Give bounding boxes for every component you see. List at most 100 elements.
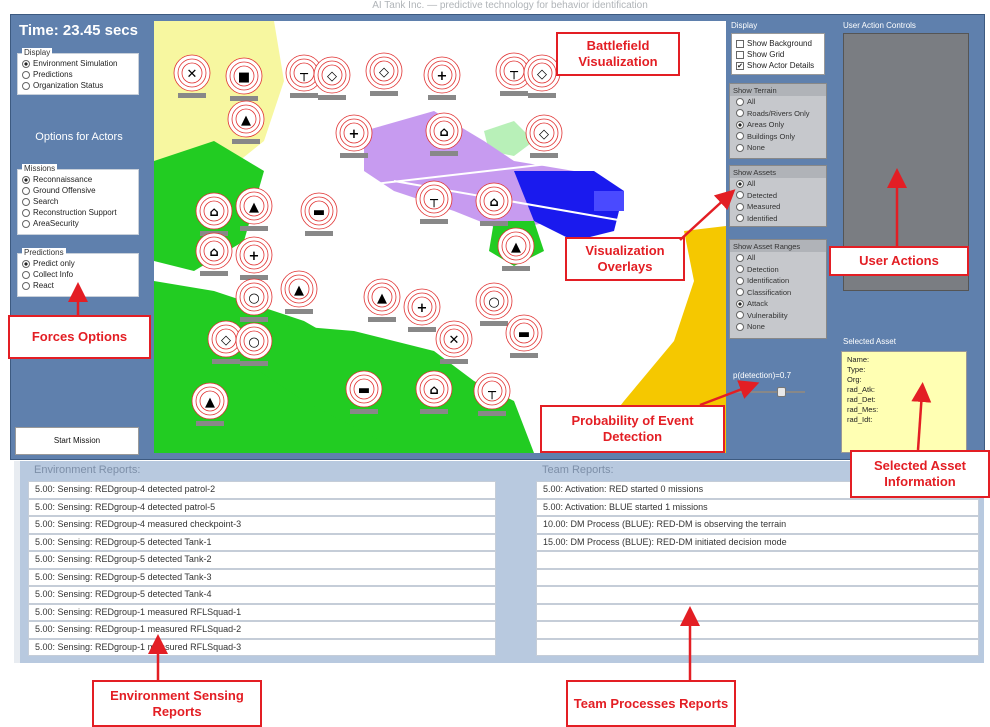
actor-marker[interactable]: ◇: [313, 56, 351, 100]
actor-marker[interactable]: +: [423, 56, 461, 100]
asset-range-option-4[interactable]: Attack: [730, 298, 826, 310]
team-report-row[interactable]: [536, 621, 979, 639]
actor-marker[interactable]: ⌂: [475, 182, 513, 226]
asset-range-option-0[interactable]: All: [730, 252, 826, 264]
display-check-2[interactable]: ✔Show Actor Details: [732, 60, 824, 71]
mission-option-2[interactable]: Search: [18, 196, 138, 207]
actor-marker[interactable]: ◇: [523, 54, 561, 98]
environment-report-row[interactable]: 5.00: Sensing: REDgroup-5 detected Tank-…: [28, 586, 496, 604]
radio-button[interactable]: [22, 70, 30, 79]
radio-button[interactable]: [736, 179, 744, 188]
actor-marker[interactable]: ○: [235, 278, 273, 322]
checkbox[interactable]: [736, 39, 744, 48]
terrain-option-2[interactable]: Areas Only: [730, 119, 826, 131]
assets-option-3[interactable]: Identified: [730, 213, 826, 225]
radio-button[interactable]: [22, 208, 30, 217]
radio-button[interactable]: [736, 120, 744, 129]
environment-report-row[interactable]: 5.00: Sensing: REDgroup-1 measured RFLSq…: [28, 638, 496, 656]
environment-reports-scrollbar[interactable]: [14, 461, 20, 663]
radio-button[interactable]: [22, 219, 30, 228]
checkbox[interactable]: ✔: [736, 61, 744, 70]
actor-marker[interactable]: ▲: [497, 227, 535, 271]
radio-button[interactable]: [22, 197, 30, 206]
team-report-row[interactable]: [536, 551, 979, 569]
actor-marker[interactable]: +: [335, 114, 373, 158]
actor-marker[interactable]: ▲: [191, 382, 229, 426]
radio-button[interactable]: [736, 191, 744, 200]
environment-report-row[interactable]: 5.00: Sensing: REDgroup-1 measured RFLSq…: [28, 621, 496, 639]
team-report-row[interactable]: [536, 586, 979, 604]
asset-range-option-5[interactable]: Vulnerability: [730, 310, 826, 322]
radio-button[interactable]: [22, 270, 30, 279]
actor-marker[interactable]: ○: [235, 322, 273, 366]
actor-marker[interactable]: ○: [475, 282, 513, 326]
prediction-option-2[interactable]: React: [18, 280, 138, 291]
actor-marker[interactable]: ▲: [227, 100, 265, 144]
team-report-row[interactable]: [536, 568, 979, 586]
radio-button[interactable]: [736, 253, 744, 262]
radio-button[interactable]: [736, 109, 744, 118]
actor-marker[interactable]: +: [235, 236, 273, 280]
asset-range-option-3[interactable]: Classification: [730, 287, 826, 299]
actor-marker[interactable]: ◇: [365, 52, 403, 96]
asset-range-option-2[interactable]: Identification: [730, 275, 826, 287]
terrain-option-0[interactable]: All: [730, 96, 826, 108]
team-report-row[interactable]: [536, 603, 979, 621]
actor-marker[interactable]: ┬: [285, 54, 323, 98]
actor-marker[interactable]: ⌂: [195, 232, 233, 276]
assets-option-1[interactable]: Detected: [730, 190, 826, 202]
radio-button[interactable]: [736, 214, 744, 223]
assets-option-0[interactable]: All: [730, 178, 826, 190]
radio-button[interactable]: [736, 276, 744, 285]
radio-button[interactable]: [736, 299, 744, 308]
environment-report-row[interactable]: 5.00: Sensing: REDgroup-5 detected Tank-…: [28, 568, 496, 586]
team-report-row[interactable]: 10.00: DM Process (BLUE): RED-DM is obse…: [536, 516, 979, 534]
asset-range-option-1[interactable]: Detection: [730, 264, 826, 276]
mission-option-3[interactable]: Reconstruction Support: [18, 207, 138, 218]
actor-marker[interactable]: ▲: [235, 187, 273, 231]
actor-marker[interactable]: ┬: [415, 180, 453, 224]
actor-marker[interactable]: ◇: [525, 114, 563, 158]
checkbox[interactable]: [736, 50, 744, 59]
mission-option-1[interactable]: Ground Offensive: [18, 185, 138, 196]
display-mode-option-2[interactable]: Organization Status: [18, 80, 138, 91]
radio-button[interactable]: [736, 322, 744, 331]
display-mode-option-0[interactable]: Environment Simulation: [18, 58, 138, 69]
actor-marker[interactable]: ▬: [300, 192, 338, 236]
actor-marker[interactable]: ■: [225, 57, 263, 101]
actor-marker[interactable]: ┬: [473, 372, 511, 416]
actor-marker[interactable]: ✕: [173, 54, 211, 98]
radio-button[interactable]: [736, 202, 744, 211]
environment-report-row[interactable]: 5.00: Sensing: REDgroup-4 detected patro…: [28, 481, 496, 499]
mission-option-0[interactable]: Reconnaissance: [18, 174, 138, 185]
display-check-0[interactable]: Show Background: [732, 38, 824, 49]
radio-button[interactable]: [22, 175, 30, 184]
radio-button[interactable]: [22, 81, 30, 90]
actor-marker[interactable]: ⌂: [425, 112, 463, 156]
radio-button[interactable]: [736, 143, 744, 152]
prediction-option-1[interactable]: Collect Info: [18, 269, 138, 280]
actor-marker[interactable]: ▲: [280, 270, 318, 314]
environment-report-row[interactable]: 5.00: Sensing: REDgroup-5 detected Tank-…: [28, 533, 496, 551]
team-report-row[interactable]: [536, 638, 979, 656]
display-mode-option-1[interactable]: Predictions: [18, 69, 138, 80]
radio-button[interactable]: [736, 132, 744, 141]
environment-report-row[interactable]: 5.00: Sensing: REDgroup-4 detected patro…: [28, 498, 496, 516]
radio-button[interactable]: [736, 288, 744, 297]
radio-button[interactable]: [22, 281, 30, 290]
actor-marker[interactable]: ✕: [435, 320, 473, 364]
start-mission-button[interactable]: Start Mission: [15, 427, 139, 455]
assets-option-2[interactable]: Measured: [730, 201, 826, 213]
environment-report-row[interactable]: 5.00: Sensing: REDgroup-5 detected Tank-…: [28, 551, 496, 569]
actor-marker[interactable]: ▬: [505, 314, 543, 358]
radio-button[interactable]: [736, 265, 744, 274]
mission-option-4[interactable]: AreaSecurity: [18, 218, 138, 229]
radio-button[interactable]: [736, 97, 744, 106]
terrain-option-3[interactable]: Buildings Only: [730, 131, 826, 143]
prediction-option-0[interactable]: Predict only: [18, 258, 138, 269]
team-report-row[interactable]: 5.00: Activation: BLUE started 1 mission…: [536, 498, 979, 516]
actor-marker[interactable]: ▬: [345, 370, 383, 414]
slider-thumb[interactable]: [777, 387, 786, 397]
battlefield-canvas[interactable]: ✕■┬◇◇+┬◇▲+⌂◇⌂▲▬┬⌂▲⌂+○▲▲+○◇✕▬▬⌂┬▲○: [154, 21, 726, 453]
environment-report-row[interactable]: 5.00: Sensing: REDgroup-4 measured check…: [28, 516, 496, 534]
